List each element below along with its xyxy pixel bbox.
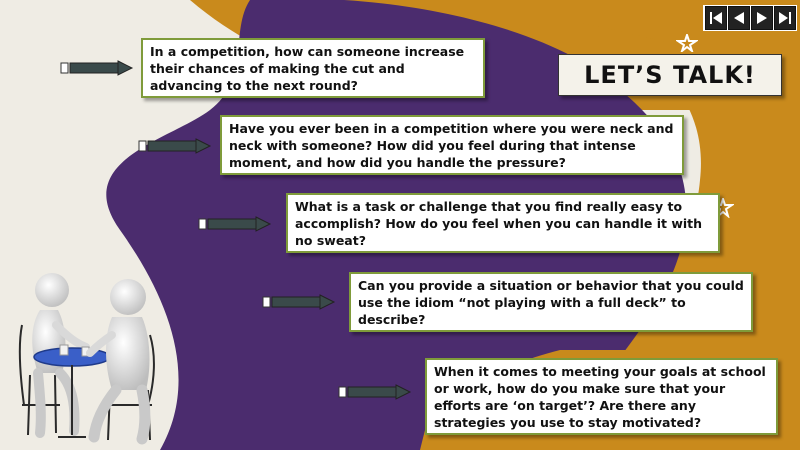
next-slide-button[interactable]: [751, 6, 773, 30]
first-slide-icon: [710, 12, 722, 24]
people-talking-illustration: [18, 273, 155, 445]
arrow-icon: [262, 294, 336, 310]
first-slide-button[interactable]: [705, 6, 727, 30]
last-slide-button[interactable]: [774, 6, 796, 30]
arrow-icon: [60, 60, 134, 76]
arrow-icon: [198, 216, 272, 232]
previous-slide-icon: [734, 12, 744, 24]
next-slide-icon: [757, 12, 767, 24]
question-box-4: Can you provide a situation or behavior …: [349, 272, 753, 332]
question-box-3: What is a task or challenge that you fin…: [286, 193, 720, 253]
last-slide-icon: [779, 12, 791, 24]
sparkle-star-icon: [676, 34, 698, 52]
question-box-1: In a competition, how can someone increa…: [141, 38, 485, 98]
question-box-5: When it comes to meeting your goals at s…: [425, 358, 778, 435]
arrow-icon: [338, 384, 412, 400]
previous-slide-button[interactable]: [728, 6, 750, 30]
arrow-icon: [138, 138, 212, 154]
slide-title: LET’S TALK!: [558, 54, 782, 96]
question-box-2: Have you ever been in a competition wher…: [220, 115, 684, 175]
